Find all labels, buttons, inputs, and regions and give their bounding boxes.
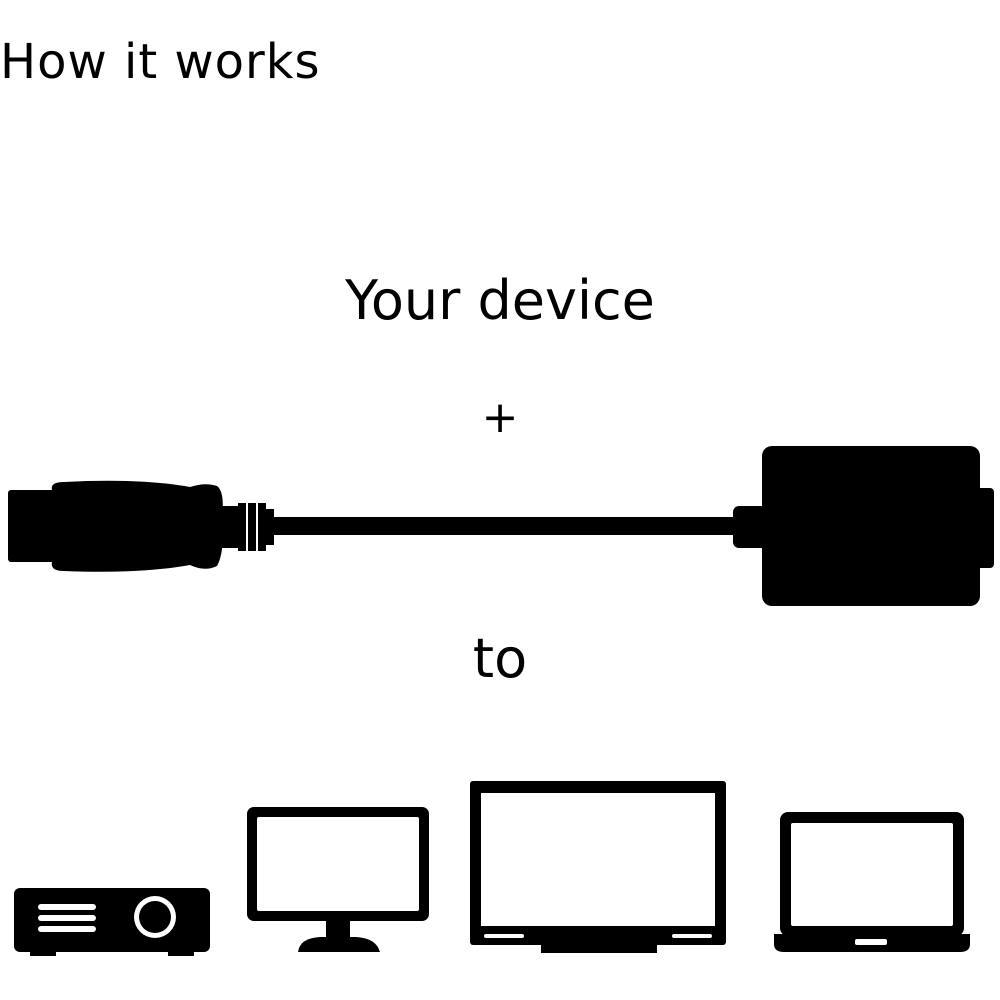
page-title: How it works [0, 34, 321, 90]
to-label: to [472, 627, 528, 690]
device-label: Your device [345, 269, 655, 332]
plus-label: + [481, 392, 519, 443]
